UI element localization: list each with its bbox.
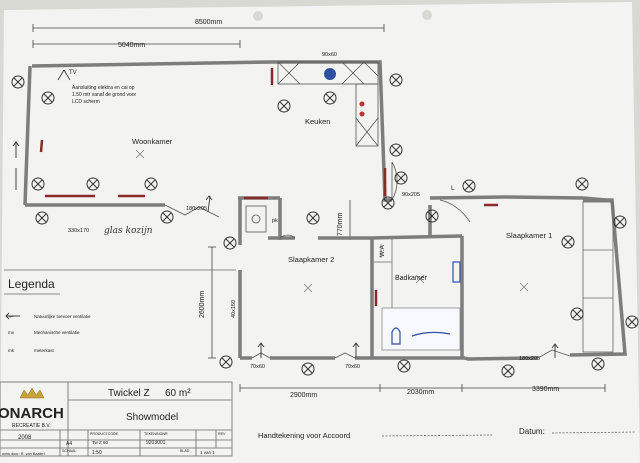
dimension-lines bbox=[32, 24, 606, 392]
rev-label: REV bbox=[218, 432, 226, 436]
logo-subtext: RECREATIE B.V. bbox=[12, 423, 51, 429]
opening-door-70-a: 70x60 bbox=[250, 364, 265, 370]
drawing-no: 9203001 bbox=[146, 440, 166, 446]
punch-hole bbox=[422, 10, 432, 20]
pk-label: pk bbox=[272, 218, 278, 224]
tv-label: TV bbox=[69, 70, 77, 76]
signature-line bbox=[381, 434, 493, 437]
legend-item-2: Mechanische ventilatie bbox=[34, 330, 80, 335]
opening-door-180-left: 180x205 bbox=[186, 206, 207, 212]
dim-kitchen-unit: 90x60 bbox=[322, 52, 337, 58]
date-label: Datum: bbox=[519, 427, 545, 436]
opening-door-40: 40x160 bbox=[231, 300, 237, 318]
radiators bbox=[39, 68, 498, 306]
wardrobe bbox=[582, 201, 614, 353]
drawn-by: ontw door: R. van Baaleri bbox=[2, 452, 45, 456]
year: 2008 bbox=[18, 435, 32, 441]
legend-symbol-2: mv bbox=[8, 330, 15, 335]
walls bbox=[23, 60, 627, 361]
room-slaapkamer1: Slaapkamer 1 bbox=[506, 231, 552, 240]
date-line bbox=[551, 431, 637, 434]
legend: Legenda ← Natuurlijke toevoer ventilatie… bbox=[4, 269, 236, 353]
dim-bed1-width: 3390mm bbox=[532, 386, 559, 393]
tv-note-line-1: Aansluiting elektra en cai op bbox=[72, 85, 135, 91]
model-subtitle: Showmodel bbox=[126, 412, 178, 423]
punch-hole bbox=[253, 11, 263, 21]
legend-symbol-3: mk bbox=[8, 348, 15, 353]
room-wa: W.A bbox=[379, 244, 386, 257]
bathroom-fixtures bbox=[381, 261, 461, 351]
partitions bbox=[372, 238, 393, 308]
opening-door-90: 90x205 bbox=[402, 192, 420, 198]
crown-icon bbox=[19, 387, 45, 399]
room-badkamer: Badkamer bbox=[395, 275, 428, 282]
door-swings bbox=[164, 161, 571, 359]
stove-burner-icon bbox=[359, 101, 365, 107]
format: A4 bbox=[66, 441, 72, 447]
vent-arrows bbox=[5, 141, 559, 358]
drawing-label: TEKENINGNR bbox=[144, 432, 168, 436]
opening-window-330: 330x170 bbox=[68, 228, 89, 234]
pk-cabinet bbox=[245, 205, 267, 233]
dim-bath-width: 2030mm bbox=[407, 389, 434, 396]
sheet-no: 1 van 1 bbox=[200, 450, 215, 455]
opening-door-70-b: 70x60 bbox=[345, 364, 360, 370]
legend-item-3: meterkast bbox=[34, 348, 55, 353]
room-slaapkamer2: Slaapkamer 2 bbox=[288, 255, 334, 264]
room-keuken: Keuken bbox=[305, 117, 330, 126]
signature-label: Handtekening voor Accoord bbox=[258, 431, 350, 440]
productcode: Tw Z 60 bbox=[92, 440, 109, 445]
light-points bbox=[135, 149, 529, 293]
tv-note-line-2: 1.50 mtr vanaf de grond voor bbox=[72, 92, 137, 98]
sink-icon bbox=[324, 68, 336, 80]
logo-text: ONARCH bbox=[0, 405, 64, 422]
legend-item-1: Natuurlijke toevoer ventilatie bbox=[34, 314, 91, 319]
dim-woon-width: 5040mm bbox=[118, 42, 145, 49]
model-area: 60 m² bbox=[165, 388, 191, 399]
legend-symbol-1: ← bbox=[8, 313, 15, 320]
kitchen-counter bbox=[277, 61, 379, 147]
model-name: Twickel Z bbox=[108, 388, 150, 399]
title-block bbox=[0, 381, 233, 457]
dim-bed2-width: 2900mm bbox=[290, 392, 317, 399]
dim-total-width: 8500mm bbox=[195, 19, 222, 26]
sheet-label: BLAD bbox=[180, 449, 190, 453]
scale: 1:50 bbox=[92, 450, 102, 456]
stove-burner-icon bbox=[359, 111, 365, 117]
room-woonkamer: Woonkamer bbox=[132, 137, 173, 146]
label-l: L bbox=[451, 185, 455, 192]
dim-bed2-depth: 2600mm bbox=[199, 291, 206, 318]
handwritten-glass-frame: glas kozijn bbox=[104, 226, 153, 236]
legend-title: Legenda bbox=[8, 277, 55, 291]
tv-note-line-3: LCD scherm bbox=[72, 99, 100, 105]
tv-marker bbox=[57, 69, 71, 81]
scale-label: SCHAAL bbox=[62, 449, 76, 453]
productcode-label: PRODUCTCODE bbox=[90, 432, 119, 436]
dim-hall-depth: 770mm bbox=[337, 212, 344, 236]
opening-door-180-right: 180x205 bbox=[519, 356, 540, 362]
